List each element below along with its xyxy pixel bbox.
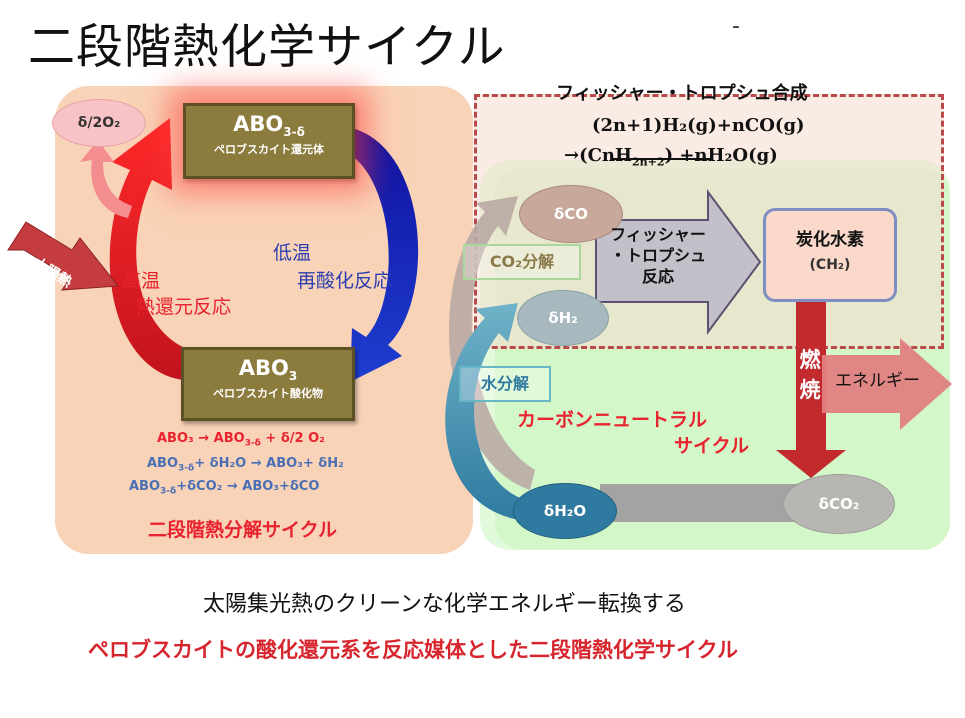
hot-reduction-label-1: 高温 [122, 270, 161, 292]
ft-reaction-arrow [595, 188, 762, 336]
hydrocarbon-title: 炭化水素 [796, 230, 864, 250]
energy-label: エネルギー [835, 371, 920, 391]
equation-co2-split: ABO3-δ+δCO₂ → ABO₃+δCO [129, 479, 320, 497]
ft-reaction-label: フィッシャー ・トロプシュ 反応 [609, 225, 706, 286]
equation-water-split: ABO3-δ+ δH₂O → ABO₃+ δH₂ [147, 456, 344, 474]
hot-reduction-arrow [109, 118, 190, 380]
reoxidation-label-2: 再酸化反応 [297, 270, 393, 292]
abo-reduced-formula: ABO3-δ [233, 112, 305, 140]
ft-synthesis-title: フィッシャー・トロプシュ合成 [556, 83, 808, 104]
co2-split-label: CO₂分解 [463, 244, 581, 280]
h2o-node: δH₂O [513, 483, 617, 539]
summary-highlight-text: ペロブスカイトの酸化還元系を反応媒体とした二段階熱化学サイクル [88, 638, 738, 662]
hot-reduction-label-2: 熱還元反応 [136, 296, 232, 318]
ft-equation-line-1: (2n+1)H₂(g)+nCO(g) [592, 115, 805, 136]
abo-reduced-label: ペロブスカイト還元体 [214, 143, 324, 157]
co2-node: δCO₂ [783, 474, 895, 534]
water-split-arrow [445, 303, 525, 520]
solar-heat-arrow [7, 221, 119, 291]
water-split-label: 水分解 [459, 366, 551, 402]
ft-equation-line-2: →(CnH2n+2) +nH₂O(g) [564, 145, 778, 169]
o2-ellipse: δ/2O₂ [52, 99, 146, 147]
page-title: 二段階熱化学サイクル [28, 20, 506, 75]
reoxidation-label-1: 低温 [273, 242, 312, 264]
energy-arrow [822, 338, 952, 430]
reoxidation-arrow [346, 128, 419, 382]
recycle-band [600, 484, 800, 522]
o2-release-arrow [80, 140, 132, 218]
summary-text: 太陽集光熱のクリーンな化学エネルギー転換する [203, 592, 686, 617]
carbon-neutral-label-2: サイクル [674, 435, 750, 457]
two-step-cycle-caption: 二段階熱分解サイクル [148, 519, 338, 541]
carbon-neutral-label-1: カーボンニュートラル [517, 409, 708, 431]
burn-arrow [776, 300, 846, 478]
abo-oxide-formula: ABO3 [238, 356, 298, 384]
co-node: δCO [519, 185, 623, 243]
abo-oxide-box: ABO3 ペロブスカイト酸化物 [181, 347, 355, 421]
hydrocarbon-box: 炭化水素 (CH₂) [763, 208, 897, 302]
h2-node: δH₂ [517, 290, 609, 346]
abo-reduced-box: ABO3-δ ペロブスカイト還元体 [183, 103, 355, 179]
equation-reduction: ABO₃ → ABO3-δ + δ/2 O₂ [157, 431, 325, 449]
hydrocarbon-formula: (CH₂) [809, 257, 851, 273]
abo-oxide-label: ペロブスカイト酸化物 [213, 387, 323, 401]
burn-label: 燃 焼 [799, 348, 821, 402]
stray-mark: - [732, 14, 740, 39]
